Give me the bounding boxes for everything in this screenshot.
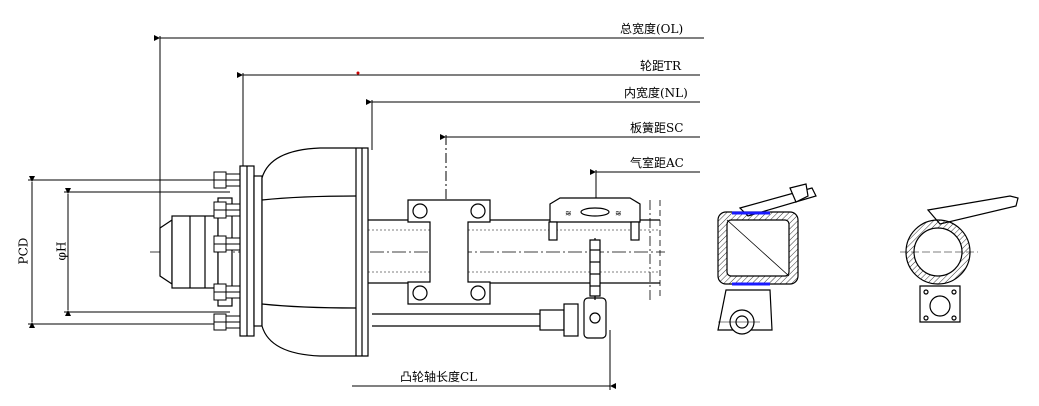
wheel-stud (213, 235, 241, 253)
marker-dot (356, 71, 360, 75)
wheel-stud (213, 201, 241, 219)
wheel-stud (213, 313, 241, 331)
spring-seat (407, 199, 491, 305)
brake-drum (261, 147, 369, 357)
label-inner-width: 内宽度(NL) (624, 86, 688, 100)
air-chamber-bracket: ≋ ≋ (548, 197, 641, 241)
svg-text:≋: ≋ (615, 209, 622, 218)
wheel-studs (213, 171, 241, 331)
label-pcd: PCD (16, 237, 31, 265)
left-dimensions (28, 176, 230, 328)
round-axle-section (900, 195, 1019, 323)
label-track: 轮距TR (640, 59, 682, 73)
hub-flange (239, 165, 263, 337)
dimension-leaders (154, 35, 704, 390)
label-camshaft-length: 凸轮轴长度CL (400, 370, 478, 384)
square-axle-section (717, 183, 817, 335)
svg-text:≋: ≋ (565, 209, 572, 218)
camshaft (372, 238, 607, 339)
label-spring-seat-distance: 板簧距SC (630, 121, 684, 135)
wheel-stud (213, 283, 241, 301)
label-hub-diameter: φH (54, 241, 69, 261)
wheel-stud (213, 171, 241, 189)
label-air-chamber-distance: 气室距AC (630, 156, 684, 170)
label-overall-width: 总宽度(OL) (620, 22, 684, 36)
